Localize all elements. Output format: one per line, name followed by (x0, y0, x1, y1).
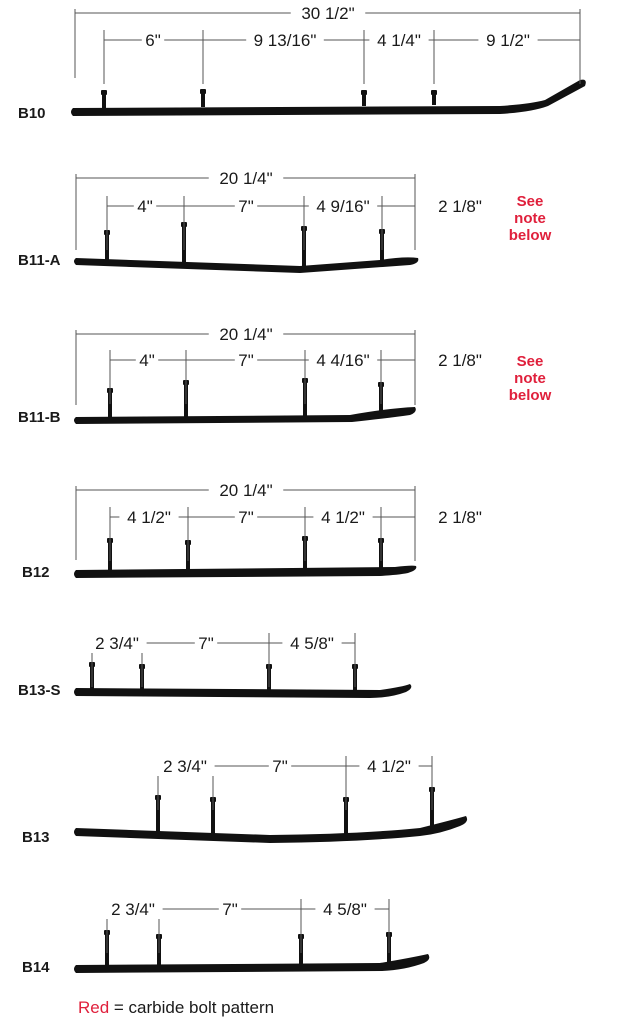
legend-description: = carbide bolt pattern (109, 998, 275, 1017)
runner-b14: B14 2 3/4" 7" 4 5/8" (22, 898, 430, 976)
segment-label-bg (234, 506, 258, 527)
segment-label: 2 1/8" (438, 508, 482, 527)
runner-label: B12 (22, 564, 50, 581)
bolt (432, 93, 436, 105)
segment-label: 2 1/8" (438, 197, 482, 216)
segment-label-bg (155, 755, 215, 776)
segment-label: 4" (139, 351, 155, 370)
segment-label-bg (315, 898, 375, 919)
bolt (344, 800, 348, 834)
bolt-head (101, 90, 107, 95)
segment-label-bg (430, 506, 490, 527)
segment-label: 9 1/2" (486, 31, 530, 50)
segment-label: 4 9/16" (316, 197, 369, 216)
segment-label: 4 1/4" (377, 31, 421, 50)
segment-label: 2 1/8" (438, 351, 482, 370)
bolt (211, 800, 215, 834)
segment-label: 7" (238, 351, 254, 370)
runner-label: B13 (22, 829, 50, 846)
segment-label-bg (103, 898, 163, 919)
segment-label-bg (218, 898, 242, 919)
segment-label-bg (119, 506, 179, 527)
segment-label-bg (308, 195, 378, 216)
segment-label: 4 4/16" (316, 351, 369, 370)
segment-label-bg (234, 195, 258, 216)
segment-label: 4" (137, 197, 153, 216)
runner-bar (74, 954, 430, 973)
segment-label: 4 5/8" (323, 900, 367, 919)
runner-bolt-pattern-diagram: B10 30 1/2" 6" 9 13/16" 4 1/4" 9 1/2" B11-A 20 … (18, 4, 586, 976)
segment-label-bg (141, 29, 165, 50)
segment-label: 4 1/2" (127, 508, 171, 527)
bolt-head (431, 90, 437, 95)
runner-label: B13-S (18, 682, 61, 699)
bolt (156, 798, 160, 832)
segment-label-bg (133, 195, 157, 216)
overall-dimension-label: 30 1/2" (301, 4, 354, 23)
segment-label: 4 5/8" (290, 634, 334, 653)
segment-label-bg (313, 506, 373, 527)
segment-label: 7" (238, 197, 254, 216)
segment-label-bg (246, 29, 324, 50)
segment-label-bg (135, 349, 159, 370)
segment-label: 4 1/2" (367, 757, 411, 776)
runner-b10: B10 30 1/2" 6" 9 13/16" 4 1/4" 9 1/2" (18, 4, 586, 122)
runner-label: B14 (22, 959, 50, 976)
segment-label-bg (308, 349, 378, 370)
segment-label-bg (430, 349, 490, 370)
runner-label: B11-B (18, 409, 61, 426)
runner-bar (71, 79, 586, 116)
runner-b13: B13 2 3/4" 7" 4 1/2" (22, 755, 468, 846)
segment-label-bg (478, 29, 538, 50)
segment-label: 7" (198, 634, 214, 653)
segment-label-bg (359, 755, 419, 776)
segment-label: 7" (222, 900, 238, 919)
segment-label: 6" (145, 31, 161, 50)
overall-dimension-label: 20 1/4" (219, 169, 272, 188)
runner-b13-s: B13-S 2 3/4" 7" 4 5/8" (18, 632, 412, 699)
segment-label: 7" (272, 757, 288, 776)
runner-bar (74, 407, 416, 424)
segment-label-bg (430, 195, 490, 216)
runner-bar (74, 816, 468, 843)
overall-dimension-label: 20 1/4" (219, 481, 272, 500)
bolt (108, 391, 112, 418)
runner-bar (74, 565, 417, 578)
segment-label-bg (369, 29, 429, 50)
segment-label: 2 3/4" (163, 757, 207, 776)
segment-label: 4 1/2" (321, 508, 365, 527)
segment-label-bg (268, 755, 292, 776)
segment-label-bg (234, 349, 258, 370)
segment-label-bg (87, 632, 147, 653)
bolt-head (361, 90, 367, 95)
runner-b12: B12 20 1/4" 4 1/2" 7" 4 1/2" 2 1/8" (22, 481, 490, 581)
runner-label: B11-A (18, 252, 61, 269)
legend: Red = carbide bolt pattern (78, 998, 274, 1018)
segment-label: 2 3/4" (95, 634, 139, 653)
bolt (102, 93, 106, 108)
segment-label: 9 13/16" (254, 31, 317, 50)
runner-label: B10 (18, 105, 46, 122)
segment-label: 7" (238, 508, 254, 527)
bolt-head (200, 89, 206, 94)
segment-label: 2 3/4" (111, 900, 155, 919)
legend-red-word: Red (78, 998, 110, 1017)
bolt (362, 93, 366, 106)
bolt (201, 92, 205, 107)
segment-label-bg (282, 632, 342, 653)
runner-bar (74, 684, 412, 698)
runner-bar (74, 257, 419, 273)
segment-label-bg (194, 632, 218, 653)
overall-dimension-label: 20 1/4" (219, 325, 272, 344)
